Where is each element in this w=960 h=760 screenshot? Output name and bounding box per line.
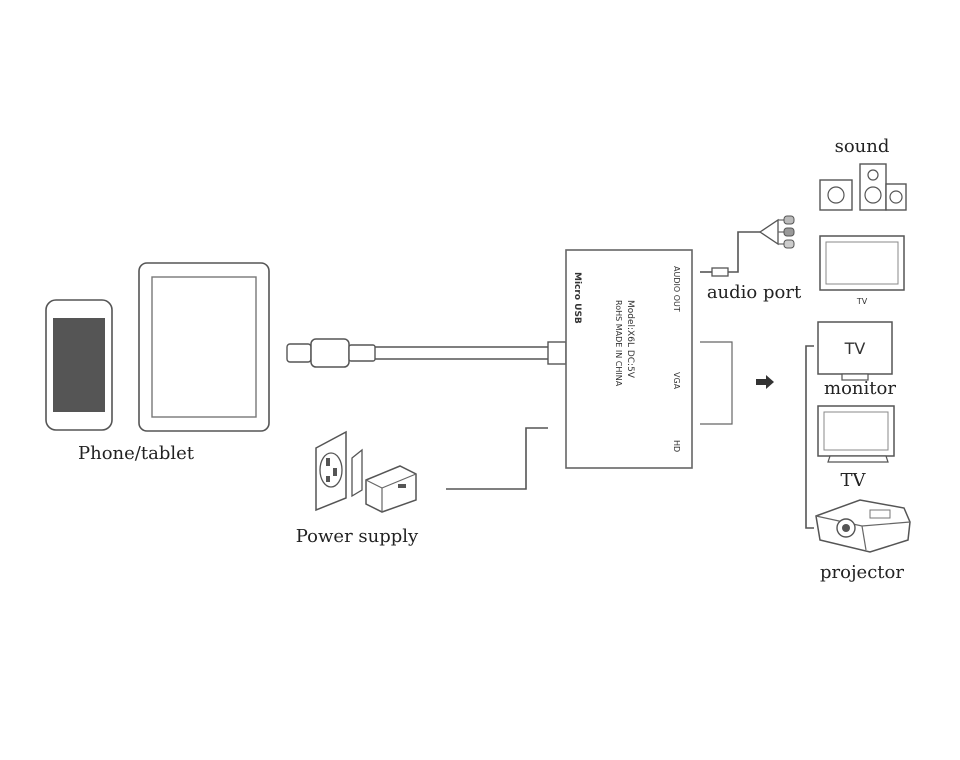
lightning-cable-icon	[286, 338, 567, 368]
model-label: Model:X6L DC:5V	[625, 300, 635, 379]
tv-small-icon	[819, 235, 905, 291]
phone-icon	[45, 299, 113, 431]
power-supply-label: Power supply	[296, 526, 419, 547]
phone-tablet-label: Phone/tablet	[78, 443, 195, 464]
rohs-label: RoHS MADE IN CHINA	[614, 300, 623, 387]
display-bracket	[805, 345, 814, 529]
tablet-icon	[138, 262, 270, 432]
arrow-right-icon	[756, 375, 774, 389]
audio-port-label: audio port	[707, 282, 802, 303]
tv-label: TV	[840, 470, 866, 491]
sound-label: sound	[835, 136, 890, 157]
speakers-icon	[819, 163, 907, 211]
monitor-icon: TV	[817, 321, 893, 381]
tv-icon	[817, 405, 895, 463]
vga-hd-bracket	[700, 341, 733, 425]
projector-label: projector	[820, 562, 904, 583]
adapter-box: Micro USB Model:X6L DC:5V RoHS MADE IN C…	[565, 249, 693, 469]
port-audio-out: AUDIO OUT	[672, 266, 681, 312]
projector-icon	[815, 499, 911, 553]
power-cable	[446, 427, 548, 490]
tv-small-label: TV	[856, 297, 868, 306]
port-vga: VGA	[672, 372, 681, 390]
micro-usb-label: Micro USB	[572, 272, 582, 324]
power-plug-icon	[315, 430, 417, 513]
monitor-screen-text: TV	[844, 339, 866, 358]
port-hd: HD	[672, 440, 681, 452]
monitor-label: monitor	[824, 378, 896, 399]
audio-cable-icon	[700, 215, 795, 277]
